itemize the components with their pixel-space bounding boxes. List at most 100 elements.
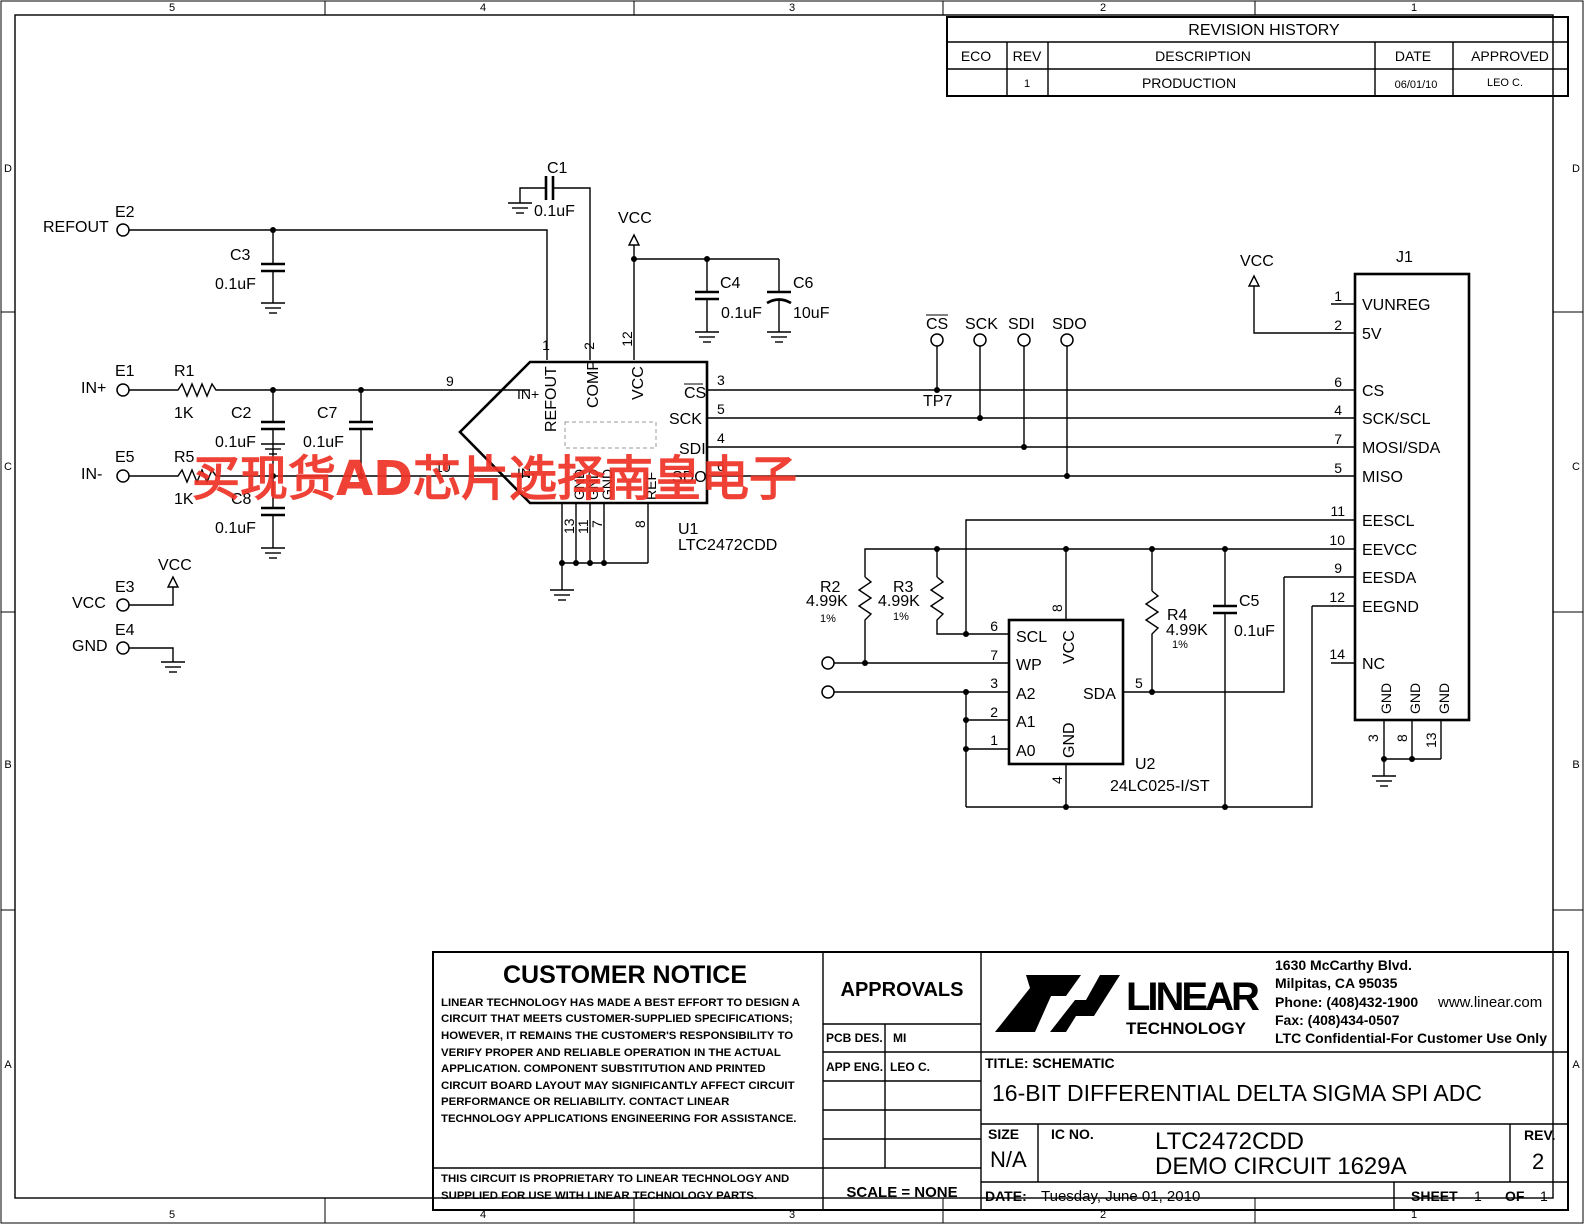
size-label: SIZE — [988, 1126, 1019, 1142]
approval-name-app: LEO C. — [890, 1060, 930, 1074]
u2-gnd-pin: GND — [1061, 722, 1078, 758]
u1-pin-2: 2 — [581, 342, 597, 350]
a2-turret[interactable] — [821, 685, 835, 699]
j1-pin-1: 1 — [1334, 288, 1342, 304]
u1-inp-pin: IN+ — [517, 386, 539, 402]
sheet-label: SHEET — [1411, 1188, 1458, 1204]
border-col-2-bottom: 2 — [1100, 1209, 1106, 1221]
notice-line-2: CIRCUIT THAT MEETS CUSTOMER-SUPPLIED SPE… — [441, 1013, 793, 1025]
u2-sda-pin: SDA — [1083, 686, 1116, 703]
c5-value: 0.1uF — [1234, 623, 1275, 640]
u1-sdo-pin: SDO — [672, 469, 707, 486]
j1-vcc-label: VCC — [1240, 253, 1274, 270]
r3-tol: 1% — [893, 611, 909, 623]
r1-ref: R1 — [174, 363, 195, 380]
of-label: OF — [1505, 1188, 1525, 1204]
input-network: REFOUT E2 C3 0.1uF C1 0.1uF VCC C4 0 — [43, 160, 830, 673]
j1-pin-7: 7 — [1334, 431, 1342, 447]
r4-ref: R4 — [1167, 607, 1188, 624]
gnd-turret[interactable] — [116, 641, 130, 655]
refout-turret[interactable] — [116, 223, 130, 237]
u1-pin-4: 4 — [717, 430, 725, 446]
tp-sdo-label: SDO — [1052, 316, 1087, 333]
j1-gnd-b: GND — [1407, 683, 1423, 714]
u2-pin-6: 6 — [990, 618, 998, 634]
notice-line-7: PERFORMANCE OR RELIABILITY. CONTACT LINE… — [441, 1096, 729, 1108]
border-col-1: 1 — [1411, 2, 1417, 14]
wp-turret[interactable] — [821, 656, 835, 670]
j1-pin-10: 10 — [1329, 532, 1345, 548]
rev-header-description: DESCRIPTION — [1155, 48, 1251, 64]
u1-pin-13: 13 — [561, 518, 577, 534]
gnd-turret-label: GND — [72, 638, 108, 655]
r5-value: 1K — [174, 491, 194, 508]
tp-cs[interactable] — [930, 333, 944, 347]
e4-label: E4 — [115, 622, 135, 639]
company-confidential: LTC Confidential-For Customer Use Only — [1275, 1030, 1547, 1046]
c6-value: 10uF — [793, 305, 830, 322]
u1-part: LTC2472CDD — [678, 537, 777, 554]
sheet-value: 1 — [1474, 1188, 1482, 1204]
u2-eeprom: SCL WP A2 A1 A0 SDA VCC GND 6 7 3 2 1 8 … — [806, 519, 1313, 810]
j1-pin-2: 2 — [1334, 317, 1342, 333]
u1-pin-9: 9 — [446, 373, 454, 389]
c2-value: 0.1uF — [215, 434, 256, 451]
c7-value: 0.1uF — [303, 434, 344, 451]
tp-sck-label: SCK — [965, 316, 998, 333]
r2-tol: 1% — [820, 613, 836, 625]
u1-inn-pin: IN- — [517, 465, 536, 481]
linear-logo: LINEAR TECHNOLOGY — [995, 975, 1263, 1038]
j1-ref: J1 — [1396, 249, 1413, 266]
logo-subtitle: TECHNOLOGY — [1126, 1019, 1247, 1038]
j1-pin-3: 3 — [1365, 734, 1381, 742]
border-row-d-right: D — [1572, 163, 1580, 175]
j1-pin-9: 9 — [1334, 560, 1342, 576]
j1-vunreg: VUNREG — [1362, 297, 1430, 314]
u2-pin-3: 3 — [990, 675, 998, 691]
rev-header-rev: REV — [1013, 48, 1042, 64]
title-label: TITLE: SCHEMATIC — [985, 1055, 1115, 1071]
border-row-c-right: C — [1572, 461, 1580, 473]
r2-ref: R2 — [820, 579, 841, 596]
vcc-turret-label: VCC — [72, 595, 106, 612]
logo-wordmark: LINEAR — [1126, 975, 1260, 1019]
e3-vcc-label: VCC — [158, 557, 192, 574]
c3-ref: C3 — [230, 247, 251, 264]
u1-comp-pin: COMP — [585, 360, 602, 408]
j1-nc: NC — [1362, 656, 1385, 673]
tp-sdo[interactable] — [1060, 333, 1074, 347]
tp-sck[interactable] — [973, 333, 987, 347]
e2-label: E2 — [115, 204, 135, 221]
border-row-b: B — [4, 759, 11, 771]
tp-sdi-label: SDI — [1008, 316, 1035, 333]
in-plus-turret[interactable] — [116, 383, 130, 397]
notice-line-5: APPLICATION. COMPONENT SUBSTITUTION AND … — [441, 1063, 766, 1075]
j1-connector: J1 VCC 1 2 6 4 7 5 11 10 9 12 14 VUNREG … — [1240, 249, 1471, 787]
u2-vcc-pin: VCC — [1061, 630, 1078, 664]
u1-gnd-pin-a: GND — [571, 469, 587, 500]
notice-line-1: LINEAR TECHNOLOGY HAS MADE A BEST EFFORT… — [441, 997, 800, 1009]
r5-ref: R5 — [174, 449, 195, 466]
rev-row-rev: 1 — [1024, 78, 1030, 90]
vcc-turret[interactable] — [116, 598, 130, 612]
j1-pin-14: 14 — [1329, 646, 1345, 662]
proprietary-line-1: THIS CIRCUIT IS PROPRIETARY TO LINEAR TE… — [441, 1173, 789, 1185]
spi-nets: CS SCK SDI SDO TP7 — [707, 314, 1355, 479]
approvals-title: APPROVALS — [841, 979, 964, 1001]
u2-a2-pin: A2 — [1016, 686, 1036, 703]
tp-sdi[interactable] — [1017, 333, 1031, 347]
j1-pin-13: 13 — [1423, 732, 1439, 748]
in-minus-turret[interactable] — [116, 469, 130, 483]
revision-history-title: REVISION HISTORY — [1188, 22, 1340, 39]
company-address: 1630 McCarthy Blvd. — [1275, 957, 1412, 973]
c7-ref: C7 — [317, 405, 338, 422]
j1-eesda: EESDA — [1362, 570, 1417, 587]
c4-value: 0.1uF — [721, 305, 762, 322]
c6-ref: C6 — [793, 275, 814, 292]
c8-value: 0.1uF — [215, 520, 256, 537]
j1-eevcc: EEVCC — [1362, 542, 1417, 559]
e5-label: E5 — [115, 449, 135, 466]
border-col-4-bottom: 4 — [480, 1209, 486, 1221]
